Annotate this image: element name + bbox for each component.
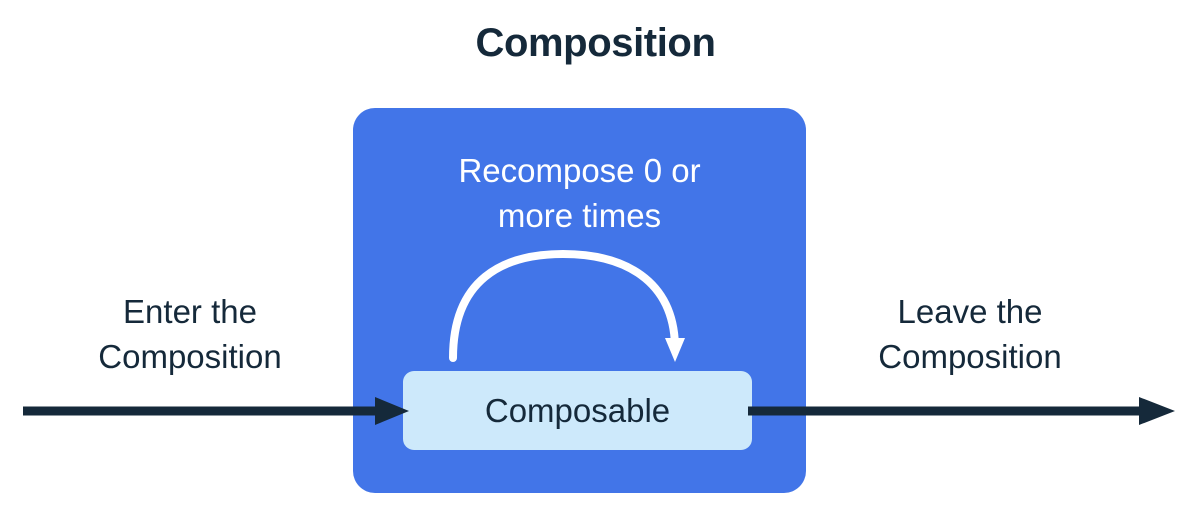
enter-composition-label: Enter the Composition xyxy=(30,289,350,379)
leave-composition-arrow-icon xyxy=(748,397,1175,425)
enter-composition-arrow-icon xyxy=(23,397,409,425)
leave-composition-label-line-2: Composition xyxy=(878,338,1062,375)
recompose-caption-line-2: more times xyxy=(497,197,662,234)
recompose-caption-line-1: Recompose 0 or xyxy=(458,152,701,189)
recompose-caption: Recompose 0 or more times xyxy=(353,148,806,238)
recompose-loop-arrow-icon xyxy=(449,249,685,362)
enter-composition-label-line-2: Composition xyxy=(98,338,282,375)
page-title: Composition xyxy=(475,21,716,65)
leave-composition-label-line-1: Leave the xyxy=(897,293,1043,330)
leave-composition-label: Leave the Composition xyxy=(810,289,1130,379)
composable-box[interactable]: Composable xyxy=(403,371,752,450)
enter-composition-label-line-1: Enter the xyxy=(123,293,257,330)
composable-label: Composable xyxy=(484,391,671,429)
